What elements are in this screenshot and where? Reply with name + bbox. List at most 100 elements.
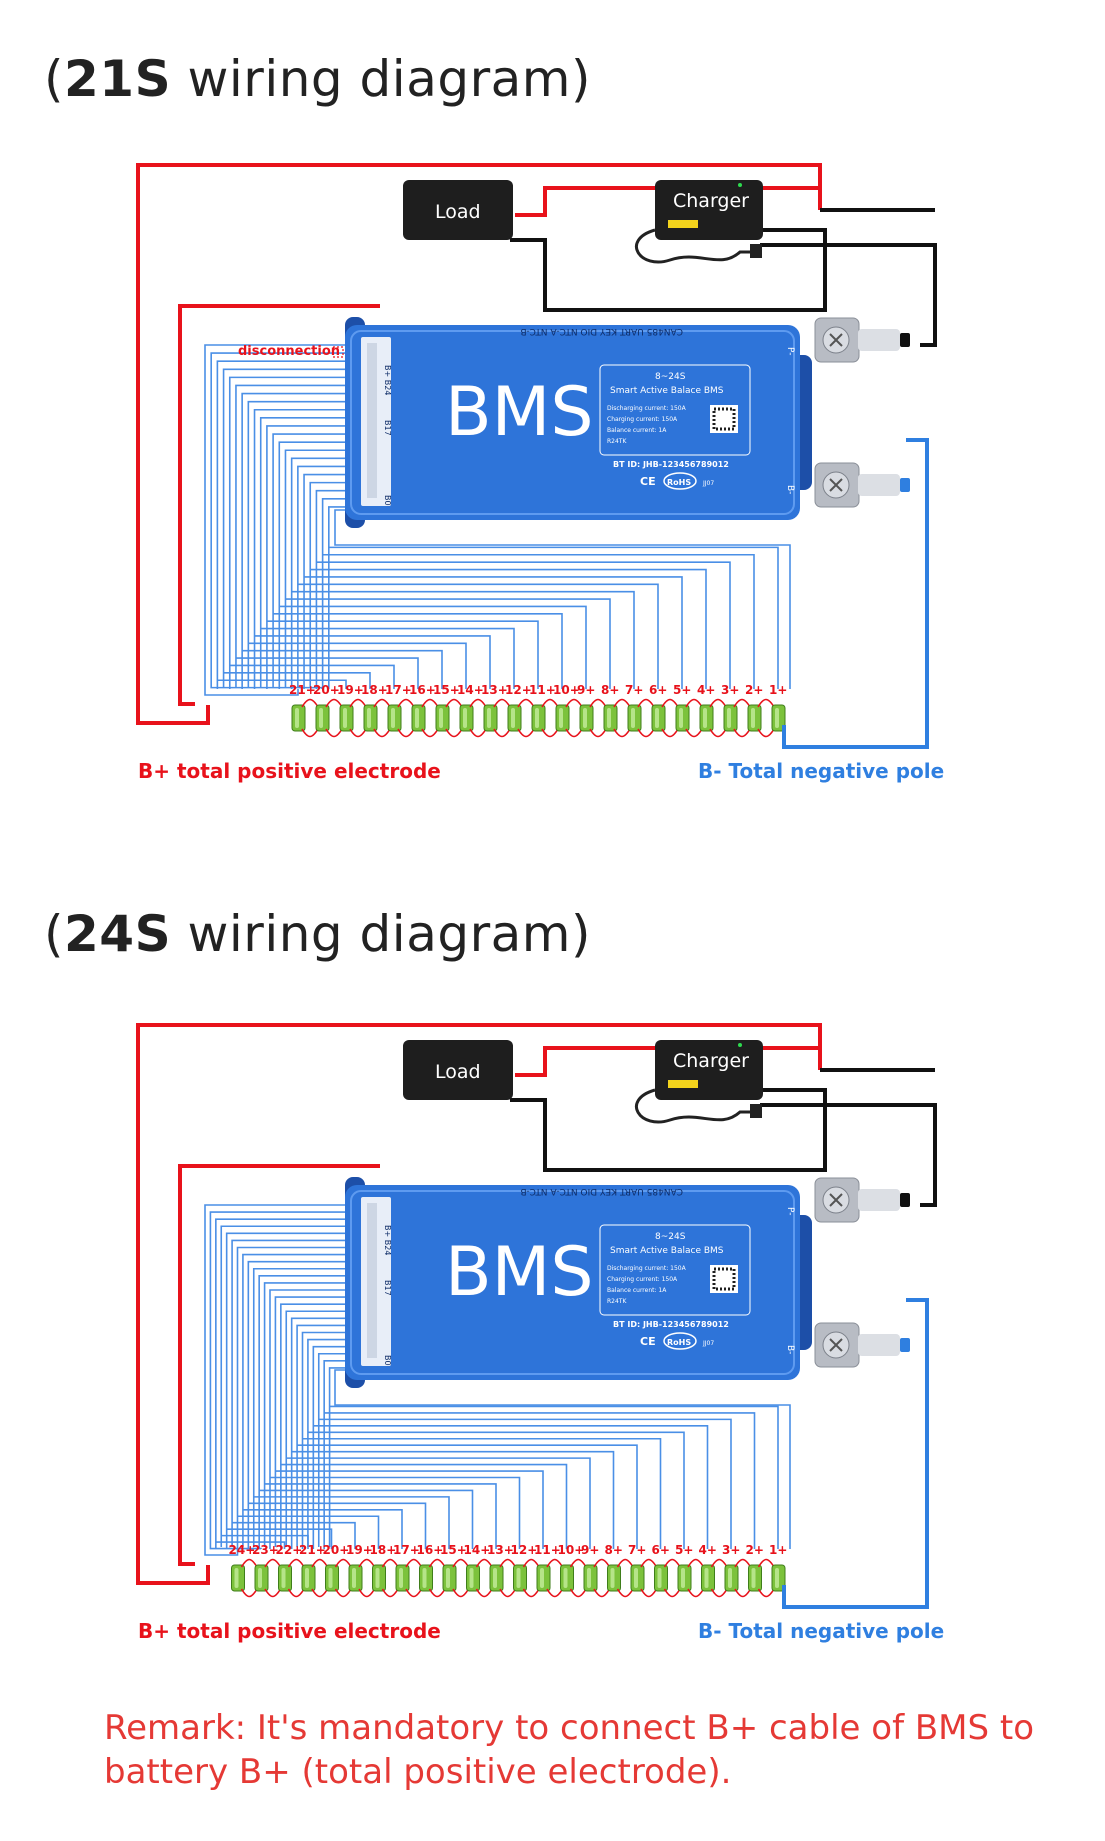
- cell-highlight: [634, 1568, 638, 1588]
- series-link: [405, 1558, 423, 1568]
- series-link: [541, 698, 559, 708]
- wiring-diagram-21s: 21+20+19+18+17+16+15+14+13+12+11+10+9+8+…: [0, 140, 1105, 820]
- cell-highlight: [540, 1568, 544, 1588]
- sense-wire: [321, 498, 755, 689]
- series-link: [616, 1558, 634, 1568]
- sense-wire: [303, 473, 683, 689]
- series-link: [710, 1558, 728, 1568]
- cell-highlight: [281, 1568, 286, 1588]
- series-link: [522, 1588, 540, 1598]
- cell-label: 9+: [577, 683, 595, 697]
- cell-highlight: [657, 1568, 662, 1588]
- series-link: [428, 1558, 446, 1568]
- series-link: [734, 1588, 752, 1598]
- cell-highlight: [343, 708, 347, 728]
- charger-sticker: [668, 1080, 698, 1088]
- bms-ports-label: CAN485 UART KEY DIO NTC-A NTC-B: [520, 1186, 683, 1196]
- battery-cells: 21+20+19+18+17+16+15+14+13+12+11+10+9+8+…: [289, 683, 787, 738]
- sense-wire: [228, 376, 395, 689]
- cell-highlight: [559, 708, 563, 728]
- sense-wire: [210, 352, 363, 689]
- series-link: [640, 1558, 658, 1568]
- cell-label: 2+: [745, 683, 763, 697]
- series-link: [757, 1588, 775, 1598]
- bms-qr-pattern: [712, 1267, 736, 1291]
- cell-highlight: [704, 1568, 709, 1588]
- series-link: [311, 1588, 329, 1598]
- cell-label: 20+: [323, 1543, 350, 1557]
- cell-label: 4+: [699, 1543, 717, 1557]
- sense-wire: [222, 368, 371, 689]
- series-link: [397, 728, 415, 738]
- positive-electrode-label: B+ total positive electrode: [138, 1619, 441, 1643]
- series-link: [421, 728, 439, 738]
- charger-cord: [634, 228, 752, 264]
- bms-rohs-outline: [663, 472, 697, 490]
- bms-big-label: BMS: [445, 373, 593, 452]
- disconnection-marker: [332, 346, 344, 358]
- charger-device: Charger: [634, 1040, 763, 1124]
- series-link: [637, 728, 655, 738]
- series-link: [541, 728, 559, 738]
- b-minus-wire: [782, 1298, 929, 1609]
- series-link: [334, 1558, 352, 1568]
- title-series: 21S: [64, 50, 172, 108]
- cell-label: 16+: [417, 1543, 444, 1557]
- bms-spec-4: R24TK: [607, 1298, 627, 1305]
- sense-wire: [231, 1239, 363, 1549]
- cell-label: 8+: [605, 1543, 623, 1557]
- bms-model: 8~24S: [655, 1232, 686, 1242]
- series-link: [264, 1588, 282, 1598]
- sense-wire: [241, 392, 443, 689]
- charger-plug: [750, 244, 762, 258]
- series-link: [733, 728, 751, 738]
- terminal-sleeve: [858, 329, 900, 351]
- sense-wire: [290, 1317, 615, 1549]
- cell-label: 5+: [675, 1543, 693, 1557]
- cell-label: 20+: [313, 683, 340, 697]
- series-link: [517, 728, 535, 738]
- cell-label: 24+: [229, 1543, 256, 1557]
- bms-big-label: BMS: [445, 1233, 593, 1312]
- cell-label: 7+: [628, 1543, 646, 1557]
- sense-wire: [317, 1352, 732, 1549]
- sense-wire: [253, 408, 491, 689]
- cell-highlight: [295, 708, 299, 728]
- bms-label-plate: [599, 1224, 751, 1316]
- cell-label: 3+: [721, 683, 739, 697]
- title-paren-close: ): [570, 905, 591, 963]
- load-label: Load: [435, 201, 481, 223]
- cell-highlight: [610, 1568, 615, 1588]
- sense-wire: [301, 1331, 662, 1549]
- b-minus-terminal: [814, 1322, 910, 1368]
- sense-wire: [216, 360, 363, 689]
- wiring-diagram-24s: 24+23+22+21+20+19+18+17+16+15+14+13+12+1…: [0, 1000, 1105, 1680]
- cell-label: 9+: [581, 1543, 599, 1557]
- sense-wire: [328, 506, 779, 689]
- load-box: [403, 1040, 513, 1100]
- series-link: [445, 698, 463, 708]
- cell-highlight: [234, 1568, 239, 1588]
- series-link: [685, 728, 703, 738]
- cell-label: 14+: [457, 683, 484, 697]
- balance-wires: [204, 344, 791, 696]
- series-link: [565, 728, 583, 738]
- sense-wire: [328, 1367, 779, 1549]
- series-link: [733, 698, 751, 708]
- series-link: [517, 698, 535, 708]
- charger-label: Charger: [673, 190, 749, 212]
- cell-label: 15+: [433, 683, 460, 697]
- charger-plug: [750, 1104, 762, 1118]
- sense-wire: [323, 1360, 756, 1549]
- series-link: [613, 728, 631, 738]
- bms-subtitle: Smart Active Balace BMS: [610, 386, 724, 396]
- charger-led: [738, 183, 742, 187]
- series-link: [661, 698, 679, 708]
- series-link: [546, 1558, 564, 1568]
- cell-highlight: [607, 708, 611, 728]
- charger-label: Charger: [673, 1050, 749, 1072]
- cell-highlight: [587, 1568, 591, 1588]
- bms-rohs-mark: RoHS: [667, 478, 691, 487]
- cell-highlight: [631, 708, 635, 728]
- sense-wire: [263, 1282, 497, 1549]
